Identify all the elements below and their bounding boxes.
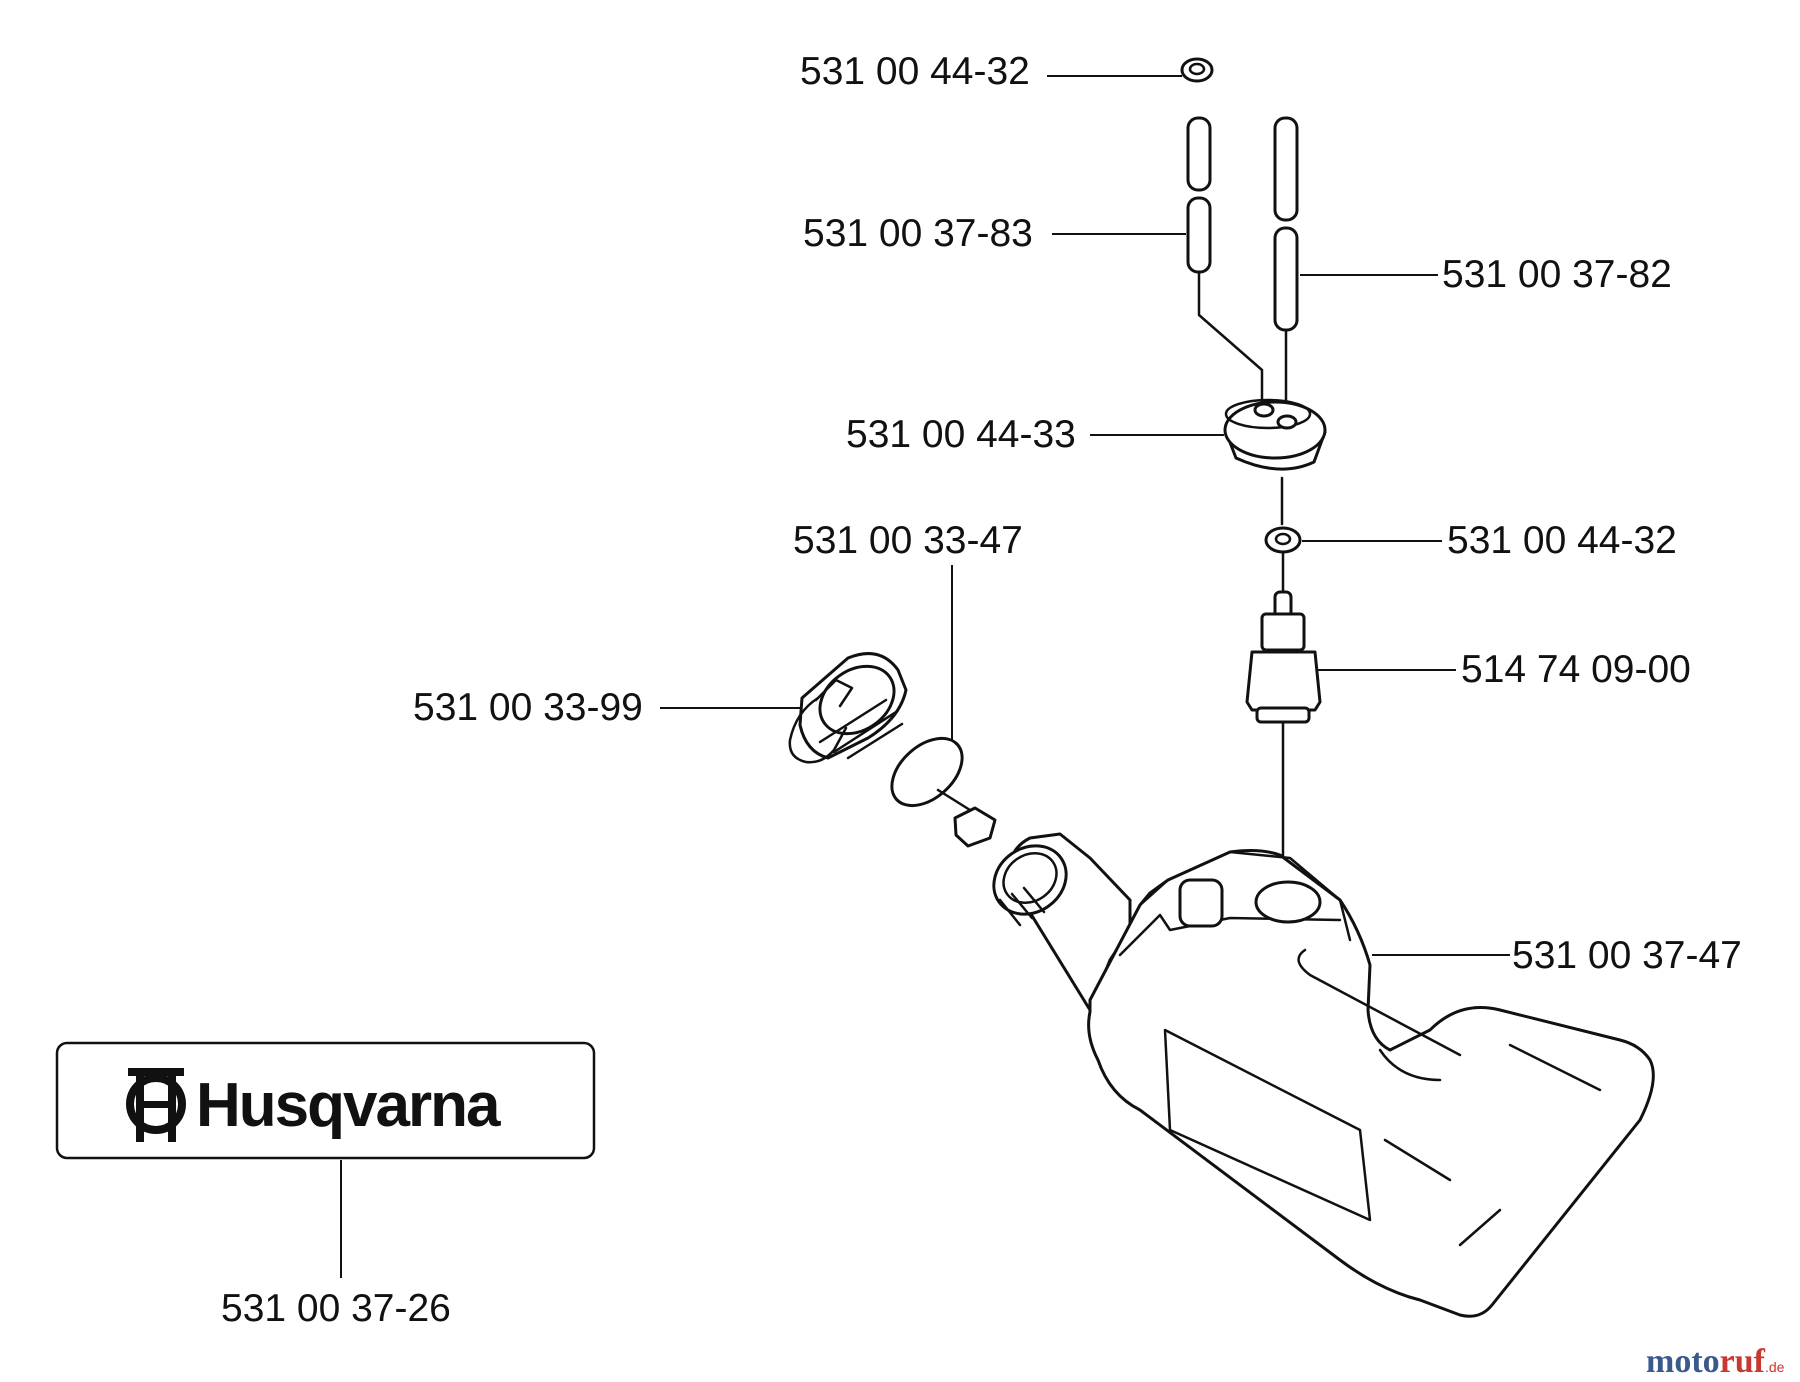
- label-filter: 514 74 09-00: [1461, 648, 1691, 691]
- hose-left-part: [1186, 116, 1264, 402]
- watermark-logo: motoruf.de: [1646, 1343, 1785, 1380]
- label-grommet: 531 00 44-33: [846, 413, 1076, 456]
- label-decal: 531 00 37-26: [221, 1287, 451, 1330]
- hose-right-part: [1273, 116, 1299, 407]
- husqvarna-logo-icon: [126, 1068, 186, 1142]
- fuel-cap-part: [788, 652, 908, 764]
- label-hose-right: 531 00 37-82: [1442, 253, 1672, 296]
- decal-part: [55, 1041, 596, 1160]
- label-cap: 531 00 33-99: [413, 686, 643, 729]
- fuel-tank-part: [992, 832, 1655, 1318]
- grommet-part: [1223, 398, 1327, 526]
- watermark-part1: moto: [1646, 1343, 1720, 1380]
- svg-text:motoruf.de: motoruf.de: [1646, 1343, 1785, 1380]
- label-small-washer: 531 00 44-32: [1447, 519, 1677, 562]
- watermark-part3: .de: [1765, 1359, 1785, 1375]
- watermark-part2: ruf: [1720, 1343, 1766, 1380]
- label-top-washer: 531 00 44-32: [800, 50, 1030, 93]
- label-tank: 531 00 37-47: [1512, 934, 1742, 977]
- label-gasket: 531 00 33-47: [793, 519, 1023, 562]
- small-washer-part: [1264, 526, 1302, 592]
- fuel-filter-part: [1245, 590, 1322, 862]
- logo-text: Husqvarna: [196, 1071, 501, 1140]
- top-washer-part: [1180, 57, 1214, 83]
- gasket-part: [890, 736, 997, 848]
- label-hose-left: 531 00 37-83: [803, 212, 1033, 255]
